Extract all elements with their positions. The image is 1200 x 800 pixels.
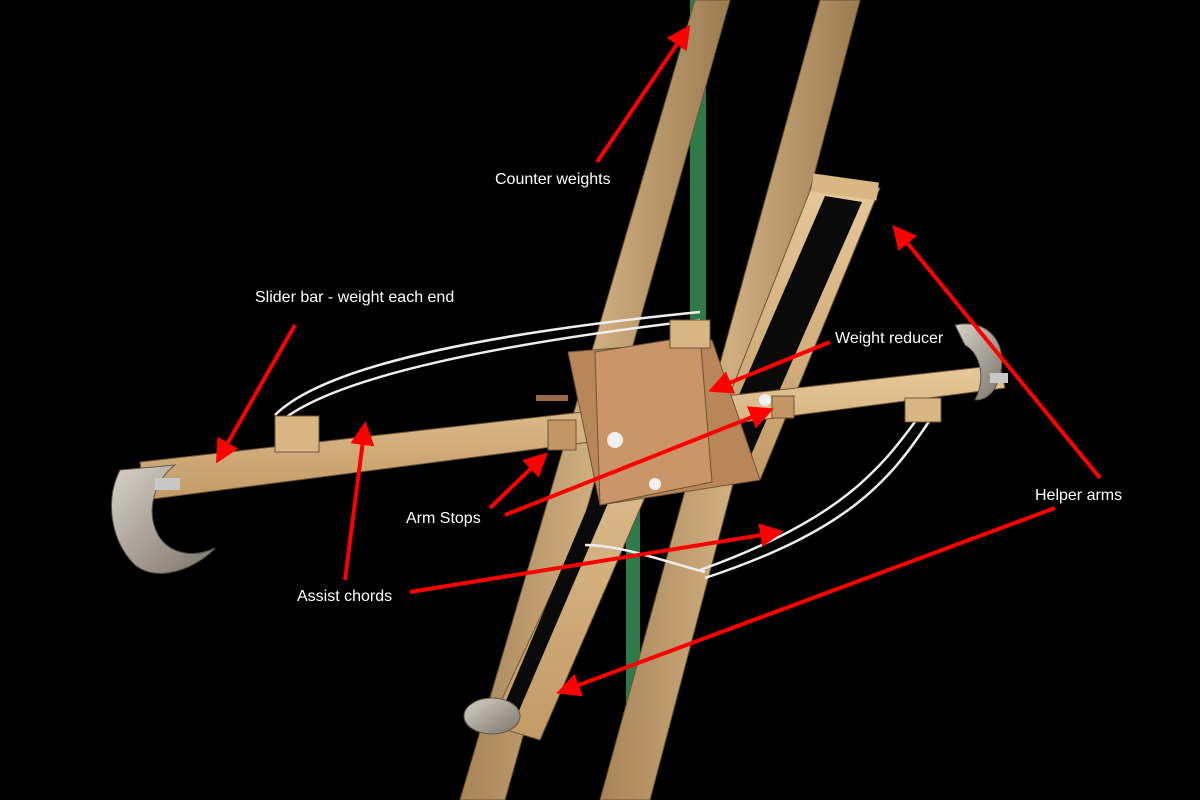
- slider-end-block-left: [274, 415, 320, 453]
- weight-bottom: [463, 697, 521, 735]
- arm-stop-block-right: [771, 395, 795, 419]
- assist-chords: [274, 310, 932, 580]
- annotation-arrows: [216, 24, 1102, 697]
- arm-stop-block: [547, 419, 577, 451]
- slider-end-block-right: [904, 397, 942, 423]
- hook-weight-left: [111, 464, 216, 574]
- label-slider-bar: Slider bar - weight each end: [255, 289, 455, 306]
- label-weight-reducer: Weight reducer: [835, 330, 944, 347]
- label-helper-arms: Helper arms: [1035, 487, 1123, 504]
- label-counter-weights: Counter weights: [495, 171, 611, 188]
- label-arm-stops: Arm Stops: [406, 510, 481, 527]
- label-assist-chords: Assist chords: [297, 588, 393, 605]
